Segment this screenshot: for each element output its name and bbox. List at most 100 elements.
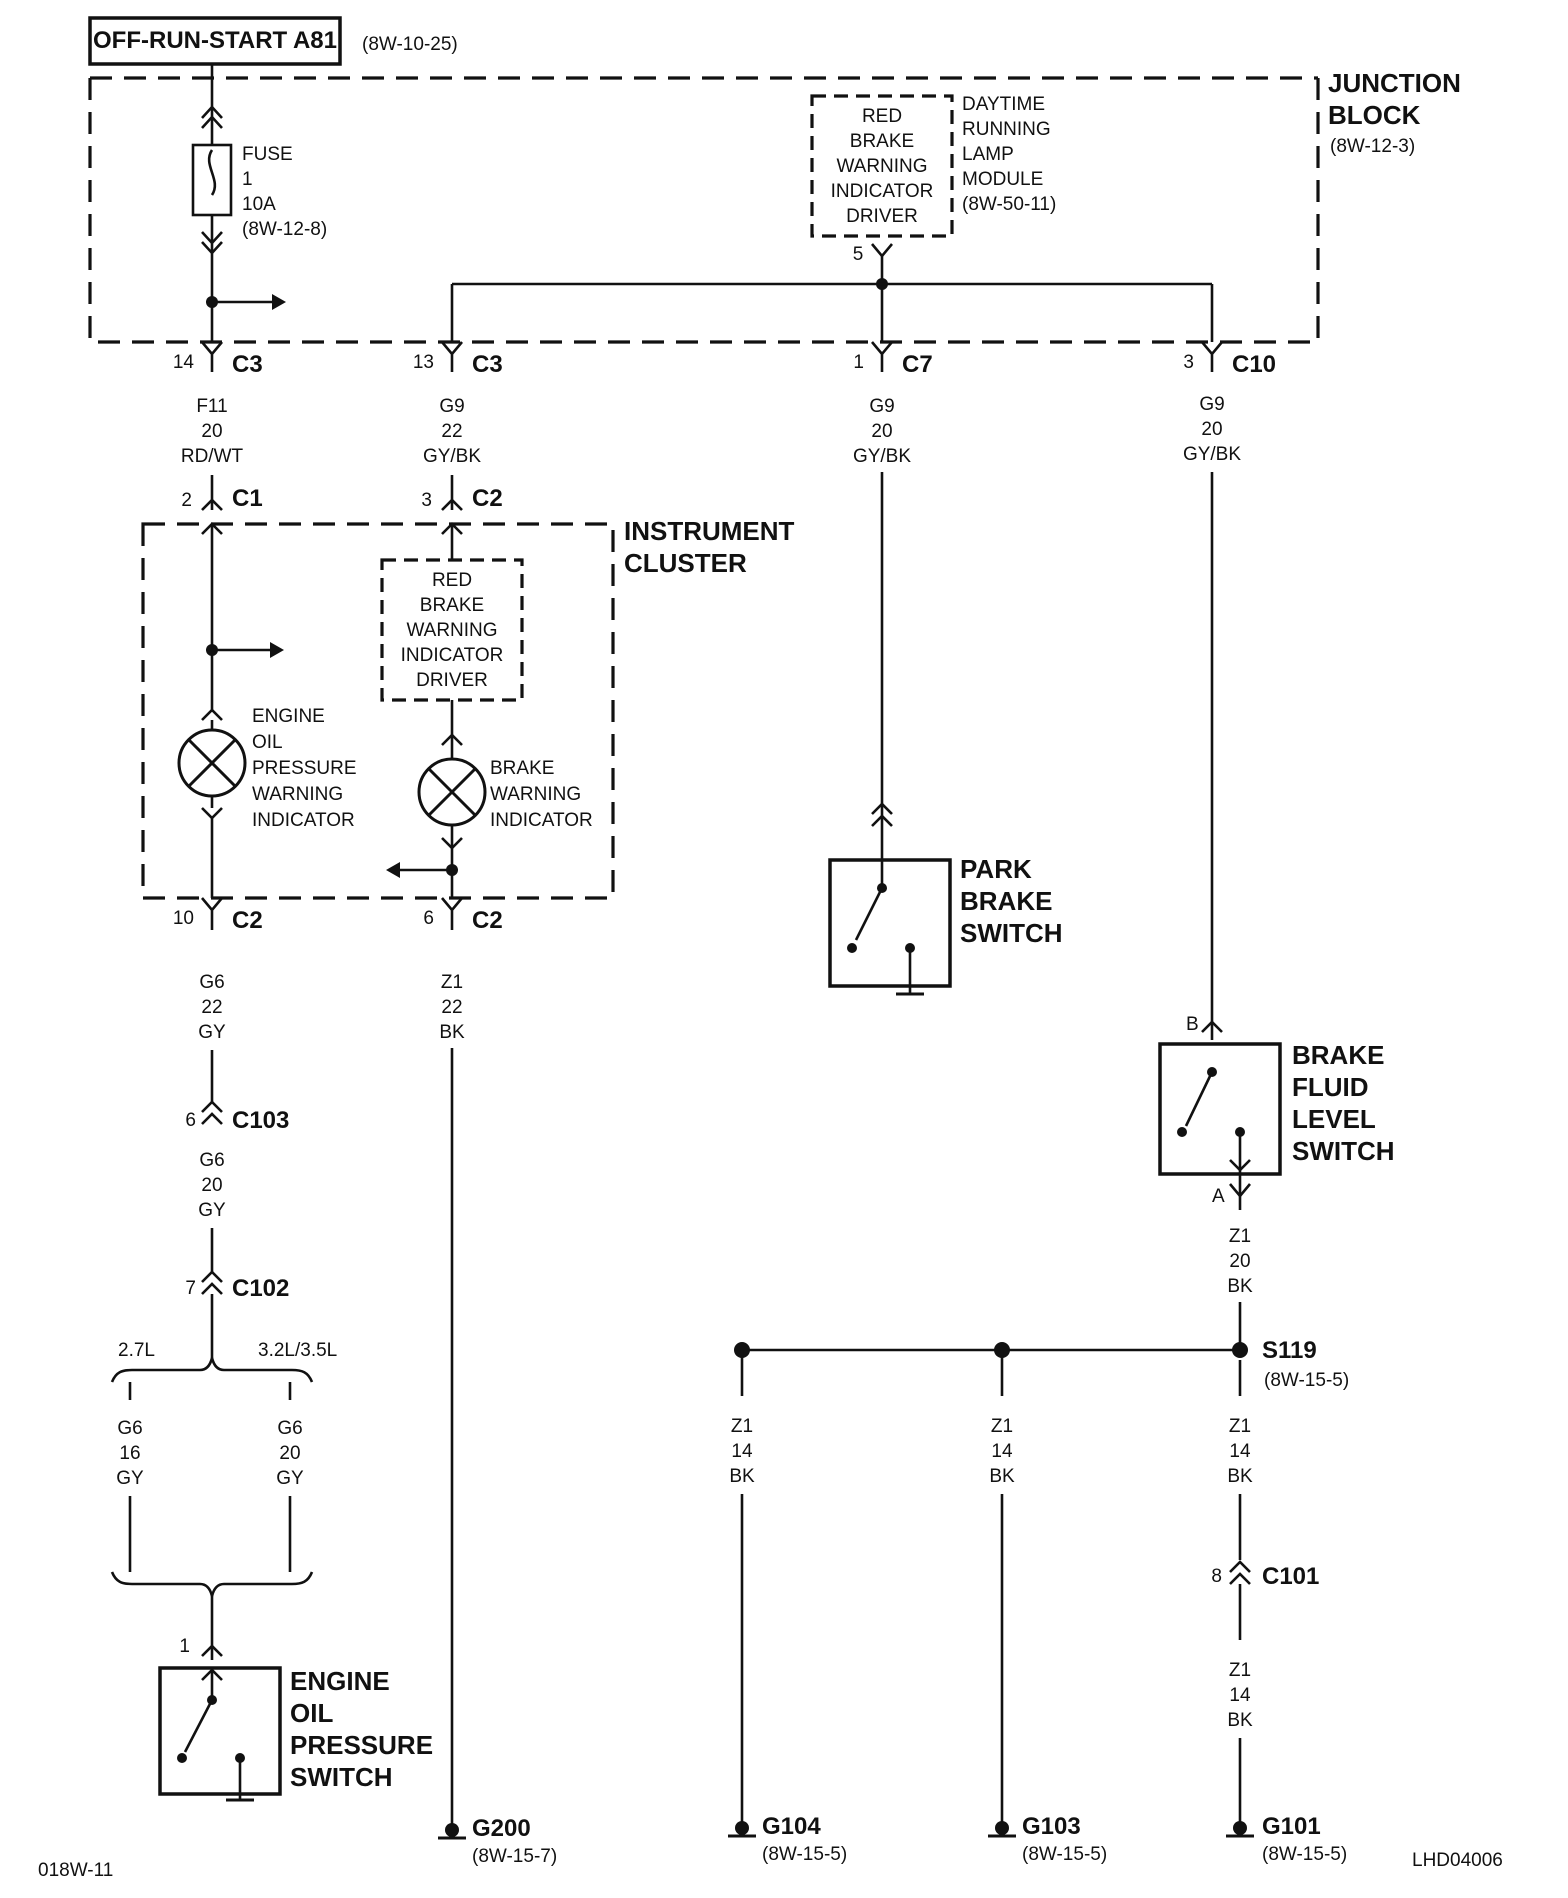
svg-text:GY: GY bbox=[198, 1200, 226, 1221]
c2-6-connector-icon bbox=[441, 897, 463, 930]
c2-6-name: C2 bbox=[472, 907, 503, 934]
wire-label-w8: G6 16 GY bbox=[116, 1418, 144, 1489]
brake-indicator-line-2: WARNING bbox=[490, 784, 581, 805]
wire-label-w13: Z1 14 BK bbox=[1227, 1416, 1253, 1487]
drl-driver-line-3: WARNING bbox=[836, 156, 927, 177]
svg-text:GY: GY bbox=[198, 1022, 226, 1043]
svg-text:GY/BK: GY/BK bbox=[853, 446, 911, 467]
svg-text:Z1: Z1 bbox=[1229, 1226, 1251, 1247]
c103-name: C103 bbox=[232, 1107, 289, 1134]
c102-name: C102 bbox=[232, 1275, 289, 1302]
fuse-out-connector-icon bbox=[201, 231, 223, 255]
c2-10-pin: 10 bbox=[173, 908, 194, 929]
engine-option-left: 2.7L bbox=[118, 1340, 155, 1361]
cluster-driver-line-2: BRAKE bbox=[420, 595, 484, 616]
fuse-label-2: 1 bbox=[242, 169, 253, 190]
svg-text:14: 14 bbox=[991, 1441, 1013, 1462]
brake-fluid-line-1: BRAKE bbox=[1292, 1040, 1384, 1070]
svg-text:14: 14 bbox=[731, 1441, 753, 1462]
svg-text:G6: G6 bbox=[277, 1418, 302, 1439]
svg-text:Z1: Z1 bbox=[1229, 1416, 1251, 1437]
c1-connector-icon bbox=[201, 498, 223, 511]
svg-text:22: 22 bbox=[441, 421, 462, 442]
brake-indicator-line-1: BRAKE bbox=[490, 758, 554, 779]
svg-text:14: 14 bbox=[1229, 1685, 1251, 1706]
ground-g101-icon bbox=[1226, 1821, 1254, 1838]
junction-block-title-2: BLOCK bbox=[1328, 100, 1421, 130]
svg-text:F11: F11 bbox=[196, 396, 227, 417]
ground-g103-icon bbox=[988, 1821, 1016, 1838]
drl-module-ref: (8W-50-11) bbox=[962, 194, 1056, 215]
fuse-element-icon bbox=[207, 149, 217, 196]
svg-text:G9: G9 bbox=[869, 396, 894, 417]
s119-name: S119 bbox=[1262, 1337, 1317, 1364]
jb-c7-name: C7 bbox=[902, 351, 933, 378]
c103-connector-icon bbox=[201, 1100, 223, 1125]
oil-switch-pin: 1 bbox=[179, 1636, 190, 1657]
jb-c10-pin: 3 bbox=[1183, 352, 1194, 373]
g101-name: G101 bbox=[1262, 1813, 1321, 1840]
park-brake-contact-icon bbox=[847, 860, 924, 996]
svg-text:20: 20 bbox=[871, 421, 892, 442]
drl-pin-connector-icon bbox=[871, 243, 893, 259]
svg-text:BK: BK bbox=[989, 1466, 1015, 1487]
g200-ref: (8W-15-7) bbox=[472, 1846, 557, 1867]
brake-fluid-line-4: SWITCH bbox=[1292, 1136, 1395, 1166]
drl-driver-line-1: RED bbox=[862, 106, 902, 127]
c2-top-pin: 3 bbox=[421, 490, 432, 511]
brake-fluid-pin-a: A bbox=[1212, 1186, 1225, 1207]
drl-driver-line-2: BRAKE bbox=[850, 131, 914, 152]
jb-c7-pin: 1 bbox=[853, 352, 864, 373]
wire-label-w2: G9 22 GY/BK bbox=[423, 396, 481, 467]
drl-module-line-4: MODULE bbox=[962, 169, 1043, 190]
brake-fluid-line-3: LEVEL bbox=[1292, 1104, 1376, 1134]
wire-label-w4: G9 20 GY/BK bbox=[1183, 394, 1241, 465]
c101-name: C101 bbox=[1262, 1563, 1319, 1590]
c103-pin: 6 bbox=[185, 1110, 196, 1131]
oil-switch-line-1: ENGINE bbox=[290, 1666, 390, 1696]
junction-block-ref: (8W-12-3) bbox=[1330, 136, 1415, 157]
c2-10-name: C2 bbox=[232, 907, 263, 934]
cluster-driver-line-3: WARNING bbox=[406, 620, 497, 641]
jb-c3-14-name: C3 bbox=[232, 351, 263, 378]
oil-indicator-in-icon bbox=[201, 708, 223, 721]
junction-block-outline bbox=[88, 76, 1320, 344]
jb-c10-name: C10 bbox=[1232, 351, 1276, 378]
svg-text:Z1: Z1 bbox=[991, 1416, 1013, 1437]
oil-switch-line-4: SWITCH bbox=[290, 1762, 393, 1792]
oil-indicator-line-4: WARNING bbox=[252, 784, 343, 805]
oil-indicator-line-3: PRESSURE bbox=[252, 758, 357, 779]
brake-fluid-a-connector-icon bbox=[1229, 1183, 1251, 1199]
fuse-symbol bbox=[191, 143, 233, 217]
wire-label-w12: Z1 14 BK bbox=[989, 1416, 1015, 1487]
c2-top-name: C2 bbox=[472, 485, 503, 512]
oil-switch-connector-icon bbox=[201, 1644, 223, 1657]
svg-text:20: 20 bbox=[279, 1443, 300, 1464]
svg-text:Z1: Z1 bbox=[1229, 1660, 1251, 1681]
g104-name: G104 bbox=[762, 1813, 821, 1840]
svg-text:G6: G6 bbox=[199, 1150, 224, 1171]
wire-label-w11: Z1 14 BK bbox=[729, 1416, 755, 1487]
ground-g104-icon bbox=[728, 1821, 756, 1838]
brake-fluid-pin-b: B bbox=[1186, 1014, 1199, 1035]
oil-indicator-line-2: OIL bbox=[252, 732, 283, 753]
arrow-right-icon bbox=[270, 642, 284, 658]
jb-connector-c7: 1 C7 bbox=[853, 341, 933, 378]
park-brake-line-2: BRAKE bbox=[960, 886, 1052, 916]
source-name: OFF-RUN-START A81 bbox=[93, 27, 337, 54]
splice-dot-s119 bbox=[1232, 1342, 1248, 1358]
junction-block-title-1: JUNCTION bbox=[1328, 68, 1461, 98]
park-brake-line-3: SWITCH bbox=[960, 918, 1063, 948]
c101-pin: 8 bbox=[1211, 1566, 1222, 1587]
svg-text:GY/BK: GY/BK bbox=[1183, 444, 1241, 465]
svg-text:BK: BK bbox=[1227, 1276, 1253, 1297]
drl-module-line-3: LAMP bbox=[962, 144, 1014, 165]
svg-text:G6: G6 bbox=[117, 1418, 142, 1439]
source-ref: (8W-10-25) bbox=[362, 34, 458, 55]
svg-text:Z1: Z1 bbox=[731, 1416, 753, 1437]
drl-driver-line-4: INDICATOR bbox=[831, 181, 934, 202]
wire-label-w7: G6 20 GY bbox=[198, 1150, 226, 1221]
fuse-label-1: FUSE bbox=[242, 144, 293, 165]
svg-text:GY: GY bbox=[116, 1468, 144, 1489]
